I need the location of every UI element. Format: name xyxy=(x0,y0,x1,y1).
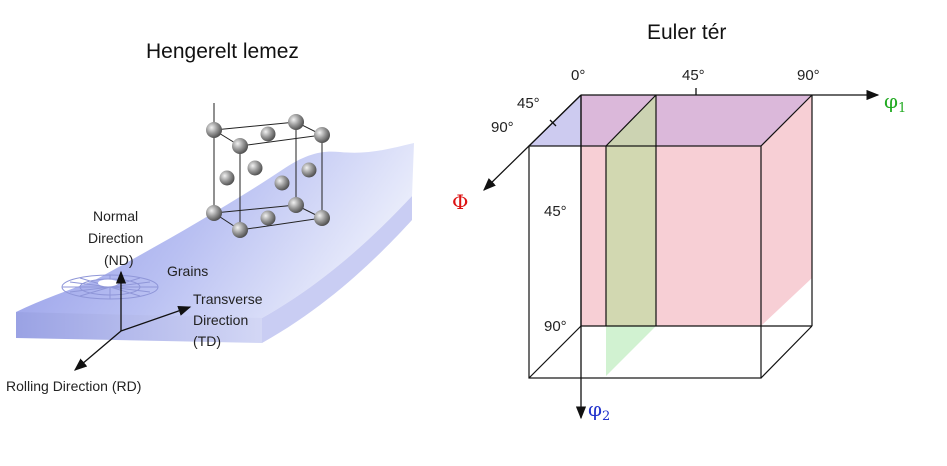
Phi-symbol: Φ xyxy=(452,190,468,214)
phi2-symbol: φ2 xyxy=(588,397,610,424)
phi2-tick-45: 45° xyxy=(544,203,567,220)
grains-label: Grains xyxy=(167,263,208,279)
Phi-tick-45: 45° xyxy=(517,95,540,112)
phi1-symbol: φ1 xyxy=(884,89,906,116)
sheet-top-surface xyxy=(16,143,414,318)
Phi-tick-90: 90° xyxy=(491,119,514,136)
phi2-tick-90: 90° xyxy=(544,318,567,335)
sheet-labels: Normal Direction (ND) Grains Transverse … xyxy=(6,208,263,394)
sample-axes xyxy=(74,270,192,371)
rd-label: Rolling Direction (RD) xyxy=(6,378,141,394)
grain-highlight xyxy=(98,279,118,287)
td-label-1: Transverse xyxy=(193,291,263,307)
right-title: Euler tér xyxy=(647,21,727,44)
green-plane-tail xyxy=(606,326,656,376)
nd-label-1: Normal xyxy=(93,208,138,224)
euler-degree-labels: 0° 45° 90° 45° 90° 45° 90° xyxy=(491,67,820,335)
phi1-tick-0: 0° xyxy=(571,67,585,84)
euler-axes xyxy=(483,88,880,420)
td-axis xyxy=(120,305,192,332)
left-title: Hengerelt lemez xyxy=(146,40,299,63)
Phi-axis xyxy=(483,94,582,191)
nd-label-2: Direction xyxy=(88,230,143,246)
td-label-3: (TD) xyxy=(193,333,221,349)
phi1-tick-90: 90° xyxy=(797,67,820,84)
grains-cluster xyxy=(61,274,159,300)
td-label-2: Direction xyxy=(193,312,248,328)
nd-label-3: (ND) xyxy=(104,252,134,268)
unit-cell xyxy=(206,103,330,238)
green-plane xyxy=(606,95,656,326)
sheet-side-face xyxy=(16,312,262,343)
euler-axis-symbols: φ1 Φ φ2 xyxy=(452,89,906,424)
sheet-right-edge xyxy=(262,196,412,343)
rolled-sheet xyxy=(16,143,414,343)
phi1-tick-45: 45° xyxy=(682,67,705,84)
rd-axis xyxy=(74,330,122,371)
